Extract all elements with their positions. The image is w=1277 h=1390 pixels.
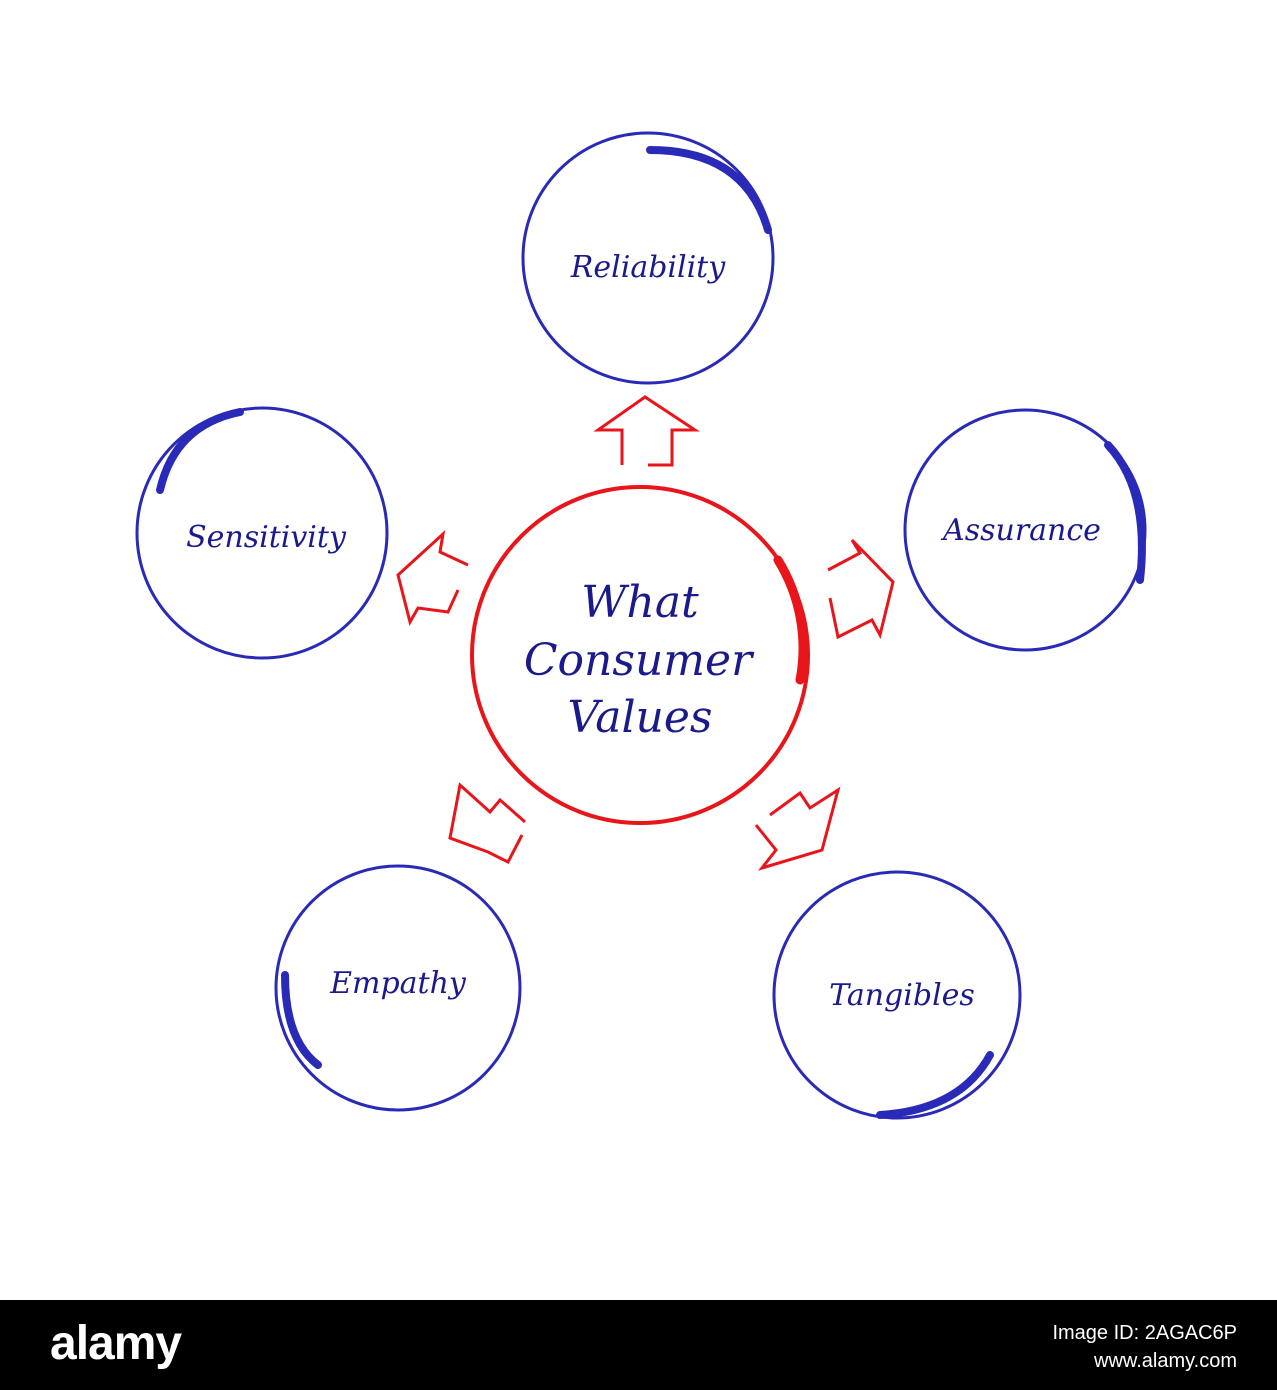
center-label-line3: Values (568, 692, 713, 743)
node-label-sensitivity: Sensitivity (186, 520, 347, 555)
center-node: What Consumer Values (470, 485, 810, 825)
watermark-bar (0, 1300, 1277, 1390)
watermark-url: www.alamy.com (1094, 1350, 1237, 1372)
node-sensitivity: Sensitivity (135, 406, 389, 660)
arrow-to-assurance (827, 538, 895, 640)
watermark-image-id: Image ID: 2AGAC6P (1052, 1322, 1237, 1344)
center-label-line1: What (581, 577, 699, 628)
node-label-reliability: Reliability (570, 250, 726, 285)
node-reliability: Reliability (521, 131, 775, 385)
consumer-values-diagram: What Consumer Values Reliability Assuran… (135, 131, 1147, 1120)
arrow-to-empathy (448, 782, 526, 865)
node-label-empathy: Empathy (329, 966, 467, 1001)
arrow-to-reliability (593, 395, 700, 467)
node-label-tangibles: Tangibles (829, 978, 975, 1013)
center-label-line2: Consumer (524, 635, 755, 686)
arrow-to-tangibles (754, 786, 841, 871)
node-tangibles: Tangibles (772, 870, 1022, 1120)
node-empathy: Empathy (274, 864, 522, 1112)
node-assurance: Assurance (903, 408, 1147, 652)
arrow-to-sensitivity (396, 529, 469, 626)
node-label-assurance: Assurance (940, 513, 1101, 548)
watermark-logo: alamy (50, 1317, 182, 1370)
